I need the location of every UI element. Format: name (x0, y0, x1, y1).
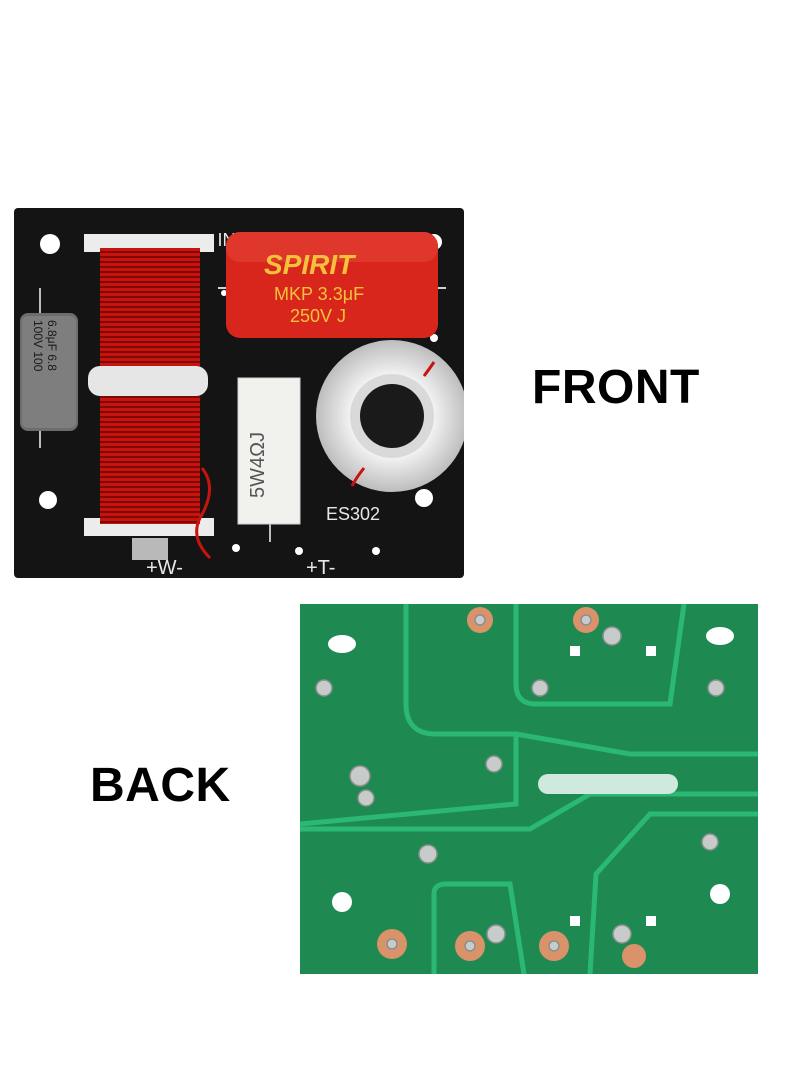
silkscreen-t: +T- (306, 557, 335, 578)
small-cap-text-2: 100V 100 (31, 320, 45, 372)
slot-cutouts (328, 627, 734, 912)
back-label: BACK (90, 759, 231, 812)
front-label: FRONT (532, 361, 700, 414)
small-cap-text-1: 6.8μF 6.8 (45, 320, 59, 371)
copper-traces (300, 604, 758, 974)
solder-joints (315, 614, 725, 952)
small-square-pads (570, 646, 656, 926)
capacitor-brand: SPIRIT (264, 249, 357, 280)
inductor-coil (84, 234, 214, 560)
small-capacitor: 6.8μF 6.8 100V 100 (20, 288, 78, 448)
model-label: ES302 (326, 504, 380, 524)
back-pcb-board (300, 604, 758, 974)
capacitor-spec-1: MKP 3.3μF (274, 284, 364, 304)
ceramic-resistor: 5W4ΩJ (237, 377, 301, 542)
capacitor-spec-2: 250V J (290, 306, 346, 326)
ring-inductor (316, 340, 464, 492)
silkscreen-w: +W- (146, 557, 183, 578)
film-capacitor: SPIRIT MKP 3.3μF 250V J (218, 232, 446, 338)
resistor-text: 5W4ΩJ (247, 432, 269, 498)
back-board-photo (300, 604, 758, 974)
front-board-photo: + IN - +W- +T- ES302 6.8μF 6.8 100V 100 (14, 208, 464, 578)
